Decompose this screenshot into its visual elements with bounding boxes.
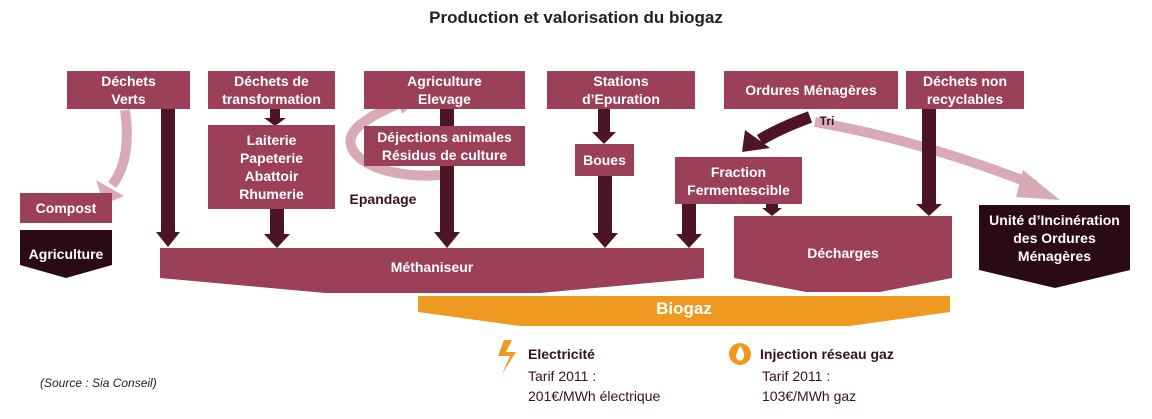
arrow-nonrecyclables-head bbox=[916, 204, 942, 216]
dechets-transformation-line2: transformation bbox=[222, 91, 321, 107]
epandage-loop bbox=[345, 97, 441, 181]
box-fraction: Fraction Fermentescible bbox=[675, 157, 802, 204]
arrow-agri-head bbox=[434, 232, 460, 248]
lightning-icon bbox=[498, 340, 516, 374]
arrow-industries-head bbox=[264, 234, 290, 248]
tri-label: Tri bbox=[819, 114, 835, 128]
diagram-title: Production et valorisation du biogaz bbox=[429, 8, 723, 27]
methaniseur-label: Méthaniseur bbox=[390, 259, 474, 275]
box-compost: Compost bbox=[20, 193, 112, 223]
arrow-stations-head bbox=[592, 132, 616, 144]
arrow-tri bbox=[756, 111, 813, 146]
decharges-shape bbox=[734, 216, 952, 292]
electricite-price: 201€/MWh électrique bbox=[528, 388, 661, 404]
box-boues: Boues bbox=[575, 144, 634, 176]
source-note: (Source : Sia Conseil) bbox=[40, 376, 157, 390]
biogaz-shape bbox=[418, 296, 950, 326]
box-dechets-transformation: Déchets de transformation bbox=[208, 71, 335, 109]
arrow-stations-shaft bbox=[598, 108, 610, 132]
arrow-fraction-head bbox=[676, 234, 702, 248]
electricite-title: Electricité bbox=[528, 346, 595, 362]
dechets-verts-line1: Déchets bbox=[101, 73, 156, 89]
stations-epuration-line1: Stations bbox=[593, 73, 649, 89]
agriculture-shape bbox=[20, 230, 112, 278]
box-stations-epuration: Stations d’Epuration bbox=[547, 71, 695, 109]
arrow-boues-shaft bbox=[598, 175, 612, 233]
arrow-nonrecyclables-shaft bbox=[922, 108, 936, 204]
box-agriculture-elevage: Agriculture Elevage bbox=[364, 71, 525, 109]
electricite-details: Tarif 2011 : 201€/MWh électrique bbox=[528, 366, 660, 406]
compost-label: Compost bbox=[35, 200, 97, 216]
electricite-tarif: Tarif 2011 : bbox=[528, 368, 597, 384]
arrow-fraction-decharges-head bbox=[762, 208, 782, 216]
injection-price: 103€/MWh gaz bbox=[762, 388, 857, 404]
box-dejections: Déjections animales Résidus de culture bbox=[364, 126, 525, 166]
dejections-line1: Déjections animales bbox=[377, 129, 512, 145]
agriculture-elevage-line1: Agriculture bbox=[407, 73, 482, 89]
arrow-fraction-shaft bbox=[682, 204, 696, 234]
injection-tarif: Tarif 2011 : bbox=[762, 368, 831, 384]
incineration-line2: des Ordures bbox=[1013, 230, 1096, 246]
biogaz-label: Biogaz bbox=[656, 299, 712, 318]
methaniseur-shape bbox=[160, 248, 704, 293]
arrow-boues-head bbox=[592, 233, 618, 248]
arrow-ordures-to-incineration-head bbox=[1016, 170, 1060, 200]
industry-abattoir: Abattoir bbox=[244, 168, 299, 184]
fraction-line2: Fermentescible bbox=[687, 181, 790, 198]
arrow-tri-head bbox=[742, 130, 770, 152]
arrow-fraction-decharges-shaft bbox=[766, 204, 778, 210]
industry-papeterie: Papeterie bbox=[239, 150, 304, 166]
agriculture-elevage-line2: Elevage bbox=[418, 91, 471, 107]
box-dechets-verts: Déchets Verts bbox=[67, 71, 190, 109]
injection-details: Tarif 2011 : 103€/MWh gaz bbox=[762, 366, 856, 406]
fraction-line1: Fraction bbox=[710, 163, 767, 180]
arrow-transformation-head1 bbox=[264, 118, 286, 126]
injection-title: Injection réseau gaz bbox=[760, 346, 894, 362]
arrow-verts-to-compost bbox=[107, 109, 132, 189]
epandage-label: Epandage bbox=[349, 191, 417, 207]
box-industries: Laiterie Papeterie Abattoir Rhumerie bbox=[208, 125, 335, 209]
non-recyclables-line1: Déchets non bbox=[922, 73, 1007, 89]
arrow-verts-shaft bbox=[161, 108, 175, 232]
agriculture-label: Agriculture bbox=[28, 246, 104, 262]
dechets-verts-line2: Verts bbox=[111, 91, 146, 107]
industry-rhumerie: Rhumerie bbox=[239, 186, 304, 202]
arrow-transformation-shaft bbox=[270, 108, 280, 120]
decharges-label: Décharges bbox=[807, 245, 879, 261]
dejections-line2: Résidus de culture bbox=[381, 147, 508, 163]
ordures-menageres-label: Ordures Ménagères bbox=[745, 82, 877, 98]
incineration-label: Unité d’Incinération des Ordures Ménagèr… bbox=[979, 211, 1130, 265]
incineration-shape bbox=[979, 205, 1130, 288]
industry-laiterie: Laiterie bbox=[246, 132, 297, 148]
dechets-transformation-line1: Déchets de bbox=[234, 73, 309, 89]
non-recyclables-line2: recyclables bbox=[926, 91, 1004, 107]
arrow-verts-head bbox=[156, 232, 180, 247]
boues-label: Boues bbox=[583, 152, 626, 168]
incineration-line3: Ménagères bbox=[1017, 248, 1092, 264]
flame-icon bbox=[736, 346, 744, 361]
arrow-industries-shaft bbox=[270, 208, 284, 234]
box-ordures-menageres: Ordures Ménagères bbox=[724, 71, 898, 109]
box-dechets-non-recyclables: Déchets non recyclables bbox=[906, 71, 1024, 109]
stations-epuration-line2: d’Epuration bbox=[582, 91, 660, 107]
incineration-line1: Unité d’Incinération bbox=[989, 212, 1120, 228]
